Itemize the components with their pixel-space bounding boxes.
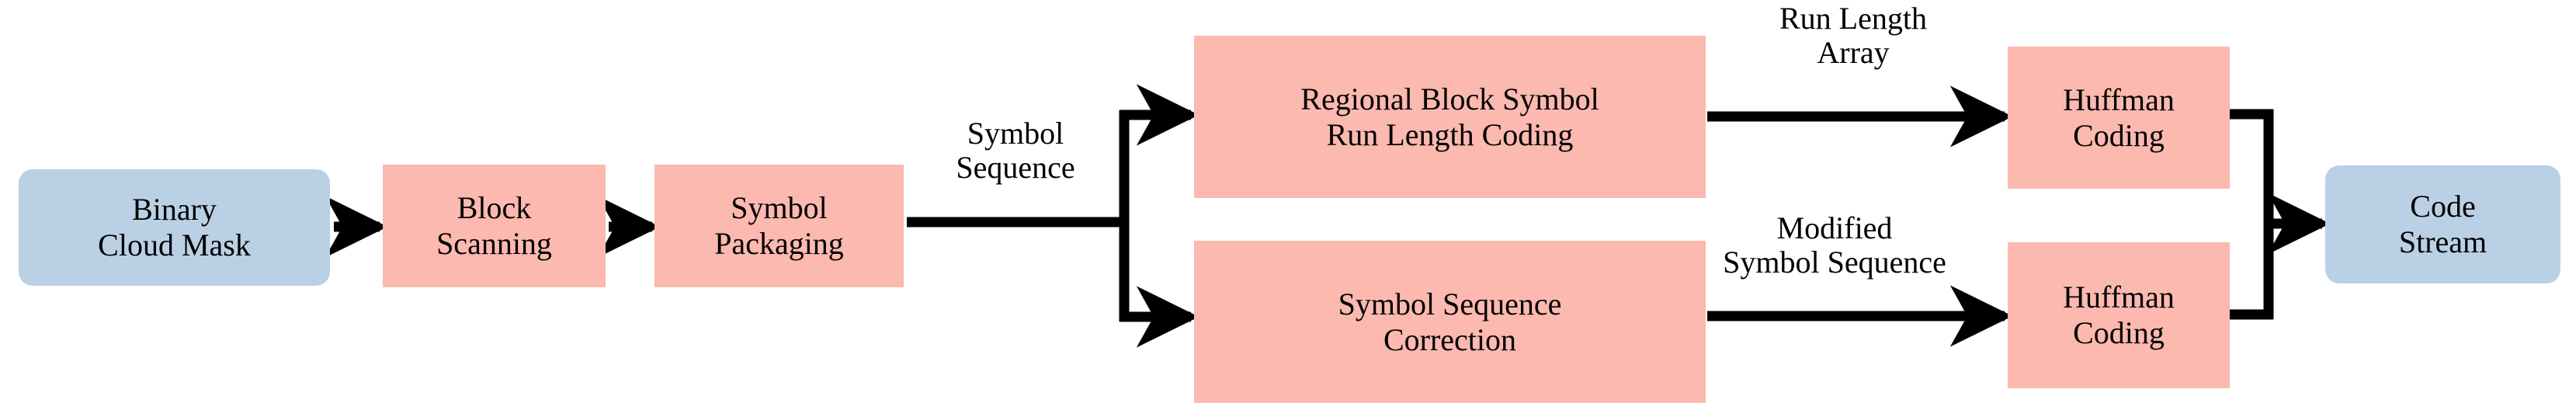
node-symbol-packaging[interactable]: Symbol Packaging: [654, 165, 904, 287]
node-label-symbol-packaging: Symbol Packaging: [714, 190, 844, 261]
node-symbol-sequence-correction[interactable]: Symbol Sequence Correction: [1194, 241, 1706, 403]
node-label-symbol-sequence-correction: Symbol Sequence Correction: [1338, 286, 1562, 357]
node-label-block-scanning: Block Scanning: [436, 190, 552, 261]
edge-label-run-length-array: Run Length Array: [1779, 1, 1927, 70]
node-block-scanning[interactable]: Block Scanning: [383, 165, 606, 287]
node-huffman-coding-bottom[interactable]: Huffman Coding: [2008, 242, 2230, 388]
node-binary-cloud-mask[interactable]: Binary Cloud Mask: [19, 169, 330, 286]
node-regional-block-symbol-run-length-coding[interactable]: Regional Block Symbol Run Length Coding: [1194, 36, 1706, 198]
edge-label-modified-symbol-sequence: Modified Symbol Sequence: [1723, 210, 1946, 280]
node-code-stream[interactable]: Code Stream: [2325, 165, 2560, 283]
node-label-huffman-coding-bottom: Huffman Coding: [2063, 280, 2175, 350]
node-label-huffman-coding-top: Huffman Coding: [2063, 82, 2175, 153]
edge-label-symbol-sequence: Symbol Sequence: [956, 116, 1075, 185]
node-huffman-coding-top[interactable]: Huffman Coding: [2008, 47, 2230, 189]
node-label-binary-cloud-mask: Binary Cloud Mask: [98, 192, 251, 262]
node-label-code-stream: Code Stream: [2398, 189, 2487, 259]
node-label-regional-block-symbol-run-length-coding: Regional Block Symbol Run Length Coding: [1300, 81, 1599, 152]
